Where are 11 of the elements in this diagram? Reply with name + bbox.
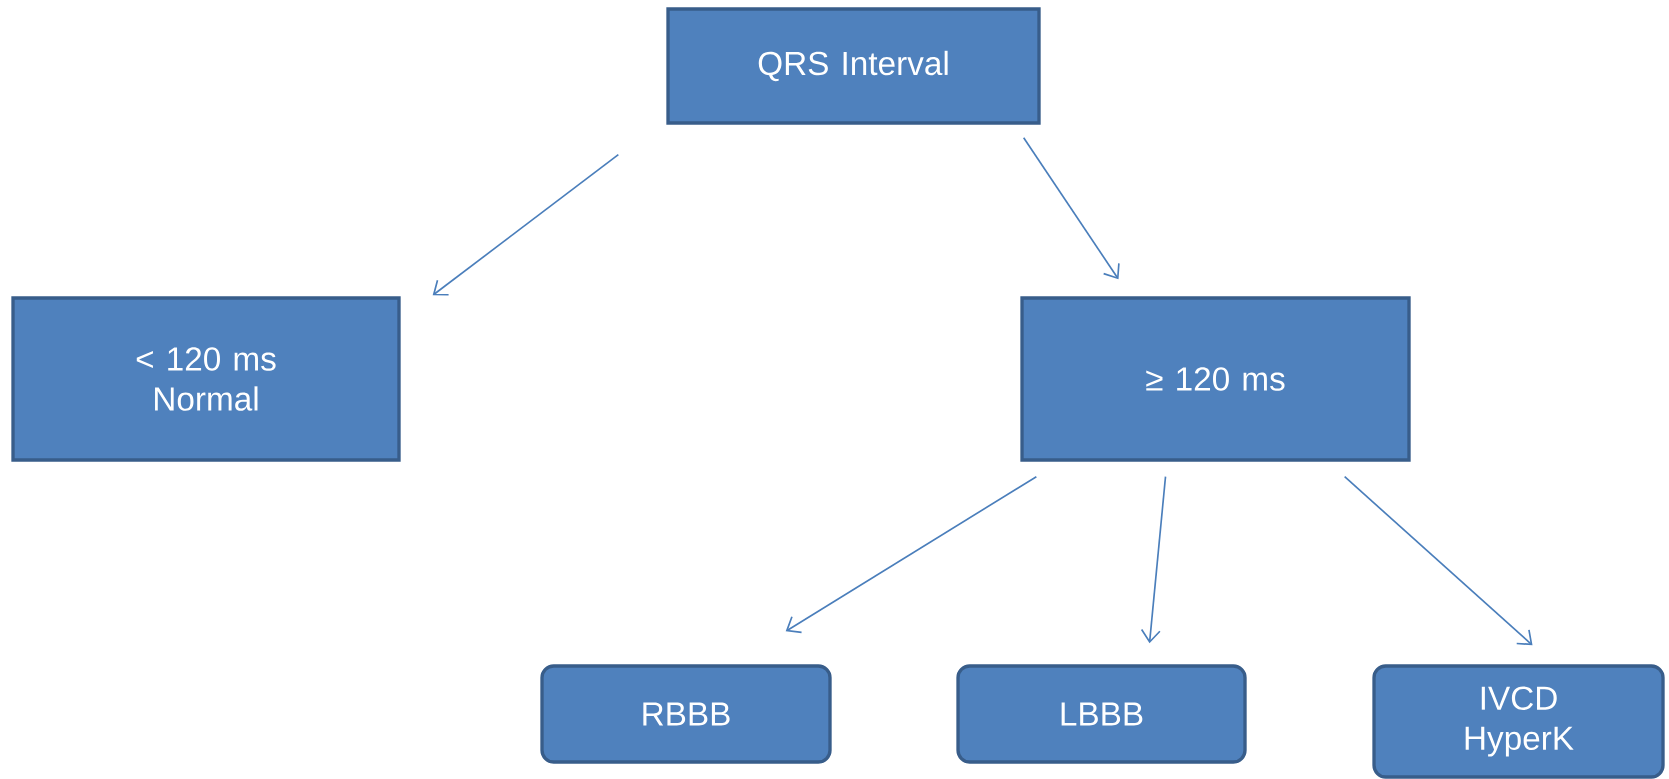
arrow bbox=[1343, 475, 1533, 646]
rounded-box: RBBB bbox=[540, 664, 832, 764]
rounded-box: IVCD HyperK bbox=[1372, 664, 1665, 779]
arrow bbox=[785, 475, 1038, 634]
arrow bbox=[1022, 136, 1120, 280]
arrow bbox=[1140, 475, 1167, 644]
arrow bbox=[432, 153, 620, 296]
process-box: ≥ 120 ms bbox=[1020, 296, 1411, 462]
rounded-box: LBBB bbox=[956, 664, 1247, 764]
process-box: QRS Interval bbox=[666, 7, 1041, 125]
process-box: < 120 ms Normal bbox=[11, 296, 401, 462]
